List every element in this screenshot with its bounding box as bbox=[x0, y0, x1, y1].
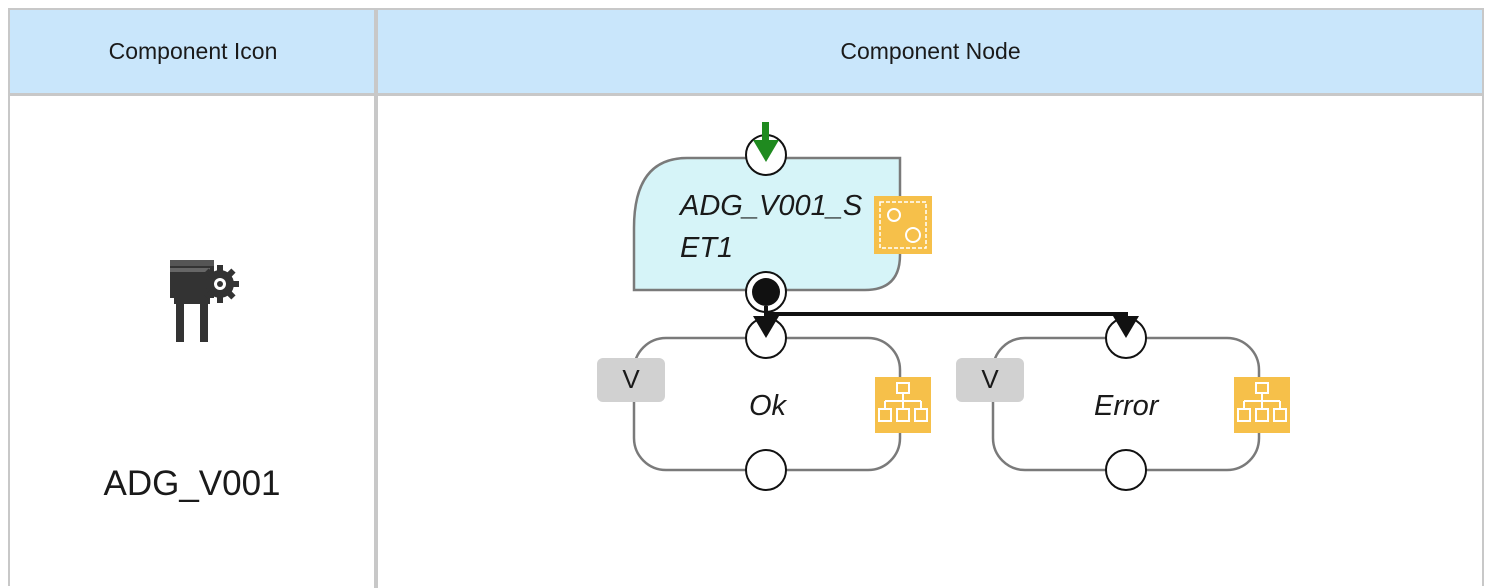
main-output-port-dot bbox=[752, 278, 780, 306]
ok-arrow-head bbox=[753, 316, 779, 338]
error-variable-badge[interactable]: V bbox=[956, 358, 1024, 402]
component-name: ADG_V001 bbox=[103, 464, 281, 503]
error-arrow-head bbox=[1113, 316, 1139, 338]
ok-output-port[interactable] bbox=[745, 449, 787, 491]
error-hierarchy-icon bbox=[1234, 377, 1290, 433]
column-divider bbox=[374, 10, 378, 588]
main-node-shape[interactable] bbox=[632, 156, 902, 292]
main-node-label-line1: ADG_V001_S bbox=[680, 190, 863, 222]
settings-gears-icon bbox=[874, 196, 932, 254]
header-component-icon: Component Icon bbox=[108, 38, 278, 64]
component-table: Component Icon Component Node bbox=[8, 8, 1484, 588]
error-output-port[interactable] bbox=[1105, 449, 1147, 491]
ok-variable-badge[interactable]: V bbox=[597, 358, 665, 402]
error-node-label: Error bbox=[1094, 390, 1159, 422]
ok-node-label: Ok bbox=[749, 390, 787, 422]
component-icon-cell: ADG_V001 bbox=[10, 96, 374, 586]
connector-gear-icon bbox=[170, 260, 239, 342]
entry-arrow-icon bbox=[753, 122, 779, 162]
header-component-node: Component Node bbox=[840, 38, 1021, 64]
main-node-label-line2: ET1 bbox=[680, 232, 734, 264]
table-header-row: Component Icon Component Node bbox=[10, 10, 1482, 96]
ok-hierarchy-icon bbox=[875, 377, 931, 433]
